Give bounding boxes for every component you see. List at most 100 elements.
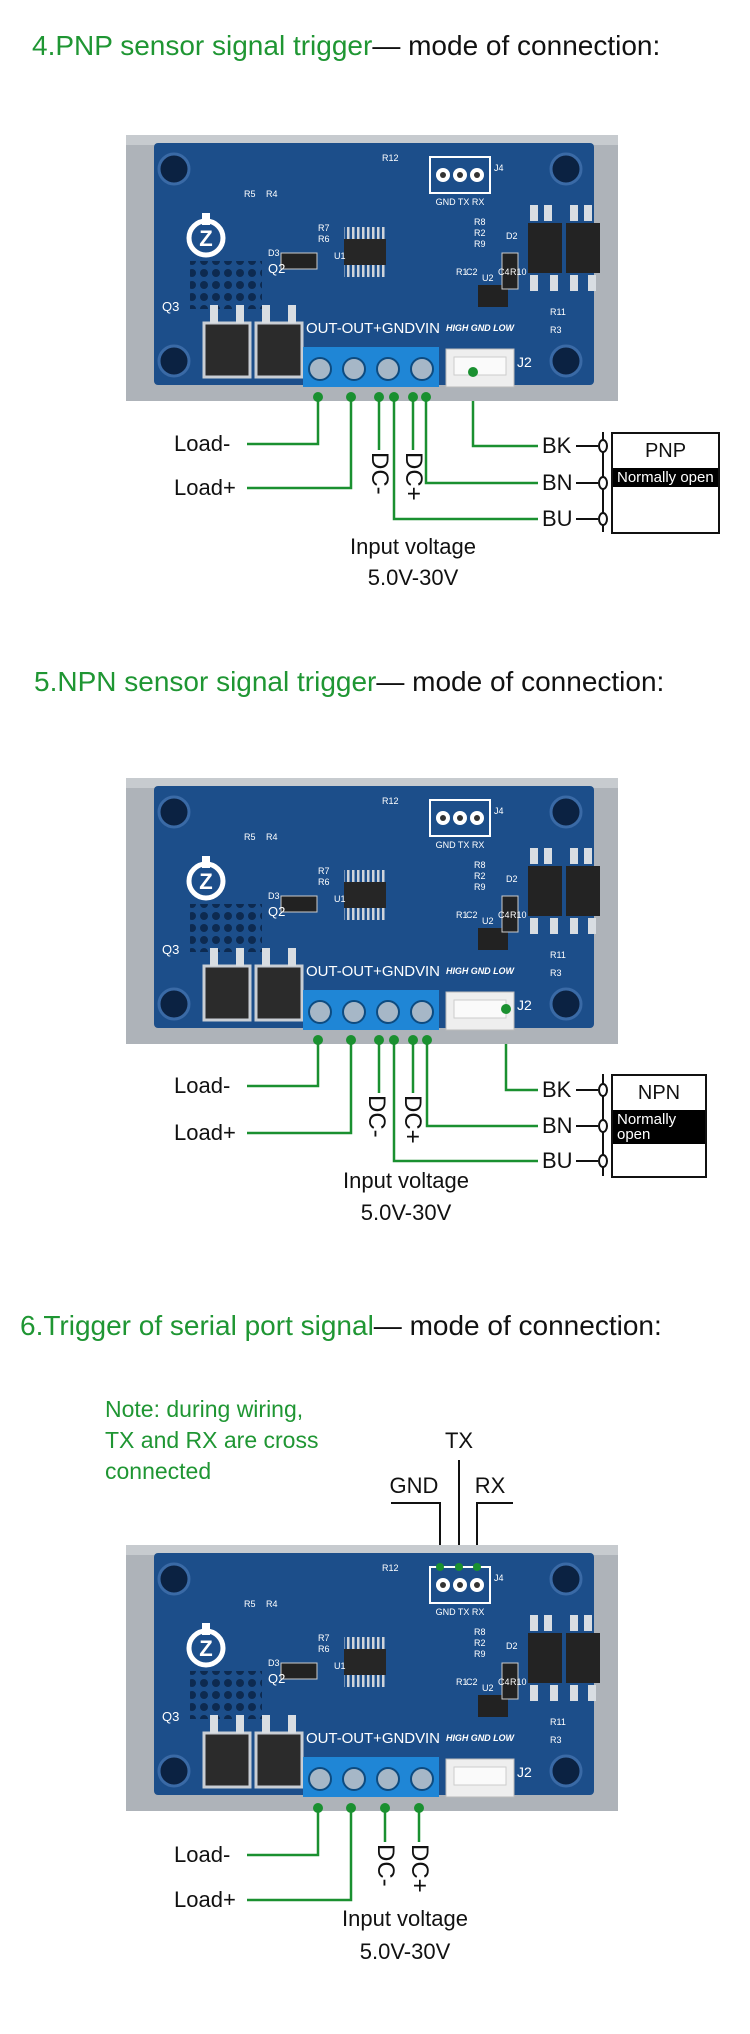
svg-text:D2: D2 xyxy=(506,874,518,884)
svg-text:R6: R6 xyxy=(318,234,330,244)
logo-icon: Z xyxy=(186,213,226,258)
label-input-voltage: Input voltage xyxy=(342,1906,468,1931)
svg-text:J2: J2 xyxy=(517,1764,532,1780)
label-bn: BN xyxy=(542,1113,573,1138)
label-dc-plus: DC+ xyxy=(400,452,427,501)
svg-text:R8: R8 xyxy=(474,217,486,227)
svg-text:R5: R5 xyxy=(244,189,256,199)
svg-text:C2: C2 xyxy=(466,1677,478,1687)
svg-text:R4: R4 xyxy=(266,189,278,199)
svg-text:C4: C4 xyxy=(498,267,510,277)
svg-text:U2: U2 xyxy=(482,916,494,926)
label-rx: RX xyxy=(474,1473,506,1498)
svg-text:U1: U1 xyxy=(334,1661,346,1671)
svg-text:R9: R9 xyxy=(474,1649,486,1659)
svg-text:R12: R12 xyxy=(382,153,399,163)
svg-text:GND TX RX: GND TX RX xyxy=(436,1607,485,1617)
svg-text:J4: J4 xyxy=(494,1573,504,1583)
svg-text:J4: J4 xyxy=(494,163,504,173)
wire-load-plus xyxy=(247,1808,353,1902)
svg-text:Z: Z xyxy=(199,1636,212,1661)
wire-load-plus xyxy=(247,1040,353,1135)
svg-text:HIGH GND LOW: HIGH GND LOW xyxy=(446,323,516,333)
terminal-block xyxy=(303,347,439,387)
label-bu: BU xyxy=(542,506,573,531)
svg-text:R9: R9 xyxy=(474,239,486,249)
board-serial: Z R12 R5 R4 R7 R6 D3 Q2 Q3 U1 U2 R8 R2 R… xyxy=(126,1545,618,1811)
svg-text:OUT-OUT+GNDVIN: OUT-OUT+GNDVIN xyxy=(306,963,440,980)
svg-text:R11: R11 xyxy=(550,950,566,960)
svg-text:R1: R1 xyxy=(456,267,468,277)
svg-text:D3: D3 xyxy=(268,248,280,258)
sensor-connector-j2 xyxy=(445,991,515,1031)
label-tx: TX xyxy=(444,1428,474,1453)
svg-text:U2: U2 xyxy=(482,273,494,283)
svg-text:R4: R4 xyxy=(266,1599,278,1609)
svg-text:U1: U1 xyxy=(334,251,346,261)
pnp-sensor-box: PNP Normally open xyxy=(611,432,720,534)
svg-text:J2: J2 xyxy=(517,354,532,370)
wiring-note: Note: during wiring, TX and RX are cross… xyxy=(105,1396,319,1484)
svg-text:OUT-OUT+GNDVIN: OUT-OUT+GNDVIN xyxy=(306,320,440,337)
svg-text:D2: D2 xyxy=(506,1641,518,1651)
wire-bn xyxy=(424,397,538,485)
svg-text:GND TX RX: GND TX RX xyxy=(436,197,485,207)
svg-text:J4: J4 xyxy=(494,806,504,816)
label-bk: BK xyxy=(542,433,572,458)
svg-text:GND TX RX: GND TX RX xyxy=(436,840,485,850)
logo-icon: Z xyxy=(186,1623,226,1668)
board-npn: Z R12 R5 R4 R7 R6 D3 Q2 Q3 U1 U2 R8 R2 R… xyxy=(126,778,618,1044)
wire-bn xyxy=(425,1040,538,1128)
svg-text:R12: R12 xyxy=(382,796,399,806)
wire-bu xyxy=(392,1040,538,1163)
svg-text:C4: C4 xyxy=(498,910,510,920)
svg-text:C4: C4 xyxy=(498,1677,510,1687)
sensor-connector-j2 xyxy=(445,348,515,388)
terminal-block xyxy=(303,990,439,1030)
svg-text:R6: R6 xyxy=(318,1644,330,1654)
label-voltage-range: 5.0V-30V xyxy=(360,1200,452,1225)
label-load-minus: Load- xyxy=(174,1842,231,1867)
svg-text:C2: C2 xyxy=(466,910,478,920)
wire-load-minus xyxy=(247,1808,320,1857)
wire-load-minus xyxy=(247,397,320,446)
svg-text:R11: R11 xyxy=(550,1717,566,1727)
svg-text:R10: R10 xyxy=(510,1677,527,1687)
svg-text:R4: R4 xyxy=(266,832,278,842)
label-gnd: GND xyxy=(389,1473,439,1498)
section-title-pnp: 4.PNP sensor signal trigger— mode of con… xyxy=(32,30,661,61)
svg-text:R1: R1 xyxy=(456,1677,468,1687)
svg-text:Z: Z xyxy=(199,226,212,251)
svg-text:Q3: Q3 xyxy=(162,942,179,957)
svg-text:R2: R2 xyxy=(474,1638,486,1648)
svg-text:Q2: Q2 xyxy=(268,1671,285,1686)
label-load-plus: Load+ xyxy=(174,475,236,500)
svg-text:J2: J2 xyxy=(517,997,532,1013)
terminal-block xyxy=(303,1757,439,1797)
label-dc-minus: DC- xyxy=(363,1095,390,1138)
label-load-minus: Load- xyxy=(174,431,231,456)
label-bn: BN xyxy=(542,470,573,495)
svg-text:R10: R10 xyxy=(510,267,527,277)
svg-text:R6: R6 xyxy=(318,877,330,887)
svg-text:U1: U1 xyxy=(334,894,346,904)
svg-text:R3: R3 xyxy=(550,325,562,335)
label-voltage-range: 5.0V-30V xyxy=(359,1939,451,1964)
label-voltage-range: 5.0V-30V xyxy=(367,565,459,590)
label-load-minus: Load- xyxy=(174,1073,231,1098)
svg-text:Z: Z xyxy=(199,869,212,894)
svg-text:D3: D3 xyxy=(268,1658,280,1668)
svg-text:Q3: Q3 xyxy=(162,299,179,314)
svg-text:HIGH GND LOW: HIGH GND LOW xyxy=(446,966,516,976)
svg-text:Q2: Q2 xyxy=(268,261,285,276)
svg-text:C2: C2 xyxy=(466,267,478,277)
label-bu: BU xyxy=(542,1148,573,1173)
svg-text:R3: R3 xyxy=(550,968,562,978)
svg-text:R9: R9 xyxy=(474,882,486,892)
svg-text:R7: R7 xyxy=(318,1633,330,1643)
section-title-serial: 6.Trigger of serial port signal— mode of… xyxy=(20,1310,662,1341)
svg-text:R5: R5 xyxy=(244,1599,256,1609)
svg-text:D2: D2 xyxy=(506,231,518,241)
svg-text:OUT-OUT+GNDVIN: OUT-OUT+GNDVIN xyxy=(306,1730,440,1747)
svg-text:U2: U2 xyxy=(482,1683,494,1693)
